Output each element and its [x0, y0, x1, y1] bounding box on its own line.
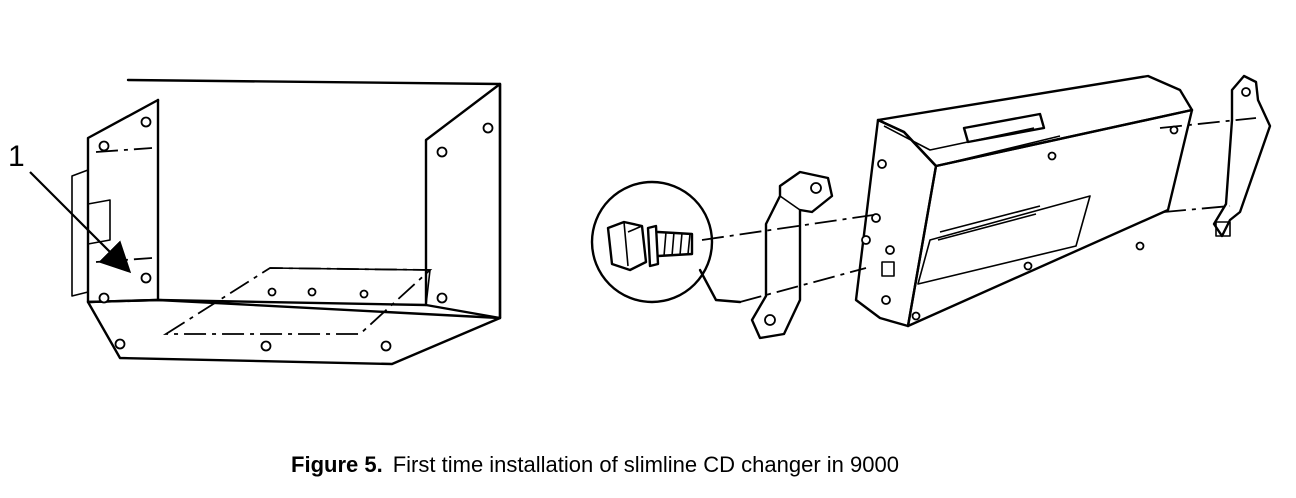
assembly-lines [701, 117, 1257, 303]
figure-caption: Figure 5. First time installation of slim… [0, 452, 1190, 478]
figure-label: Figure 5. [291, 452, 383, 477]
bolt-detail-inset [590, 180, 742, 304]
callout-arrow [29, 171, 132, 274]
diagram-drawing [29, 74, 1272, 366]
installation-diagram: 1 [8, 74, 1272, 366]
callout-number: 1 [8, 140, 25, 173]
figure-caption-text: First time installation of slimline CD c… [392, 452, 899, 477]
side-bracket [750, 170, 834, 340]
rear-bracket [1212, 74, 1272, 238]
mounting-tray [71, 78, 502, 366]
cd-changer-unit [854, 74, 1194, 328]
